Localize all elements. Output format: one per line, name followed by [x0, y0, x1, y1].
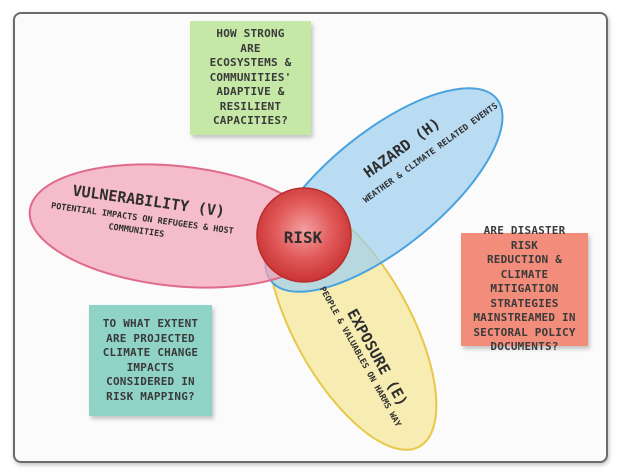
note-risk-mapping: TO WHAT EXTENT ARE PROJECTED CLIMATE CHA…: [89, 305, 212, 416]
risk-circle: [256, 187, 352, 283]
note-disaster-risk-reduction: ARE DISASTER RISK REDUCTION & CLIMATE MI…: [461, 224, 588, 353]
risk-label: RISK: [284, 228, 323, 247]
note-adaptive-capacities: HOW STRONG ARE ECOSYSTEMS & COMMUNITIES'…: [190, 21, 311, 135]
